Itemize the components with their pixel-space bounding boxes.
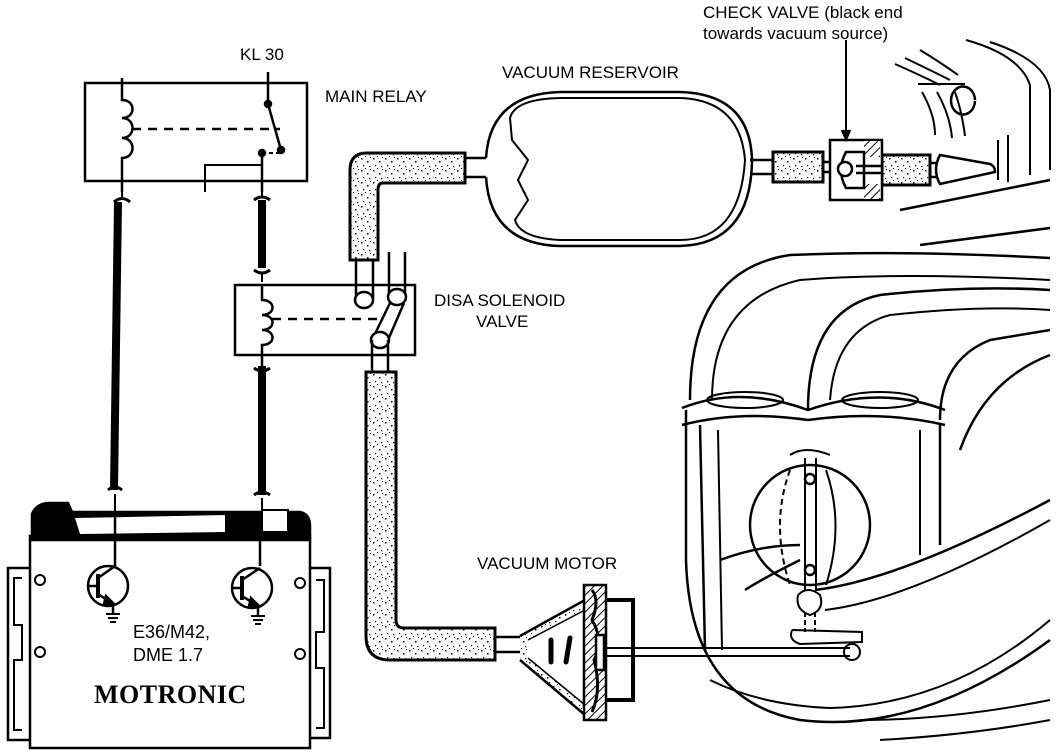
screw-icon [294,577,306,589]
wire-relay-to-ecu-left [110,201,122,491]
reservoir-outer-shell [484,90,754,248]
ecu-mount-tab-left [6,566,32,742]
main-relay [83,72,309,192]
vacuum-motor [495,583,850,722]
reservoir-inner-shell [508,97,747,241]
vacuum-reservoir [465,90,773,248]
connector-icon [113,197,131,204]
solenoid-box [233,283,417,357]
connector-icon [253,195,271,202]
screw-icon [294,648,306,660]
check-valve-label-line2: towards vacuum source) [703,24,889,43]
screw-icon [34,574,46,586]
disa-solenoid-label-line1: DISA SOLENOID [434,291,566,310]
main-relay-label: MAIN RELAY [325,87,427,106]
vacuum-reservoir-label: VACUUM RESERVOIR [502,63,679,82]
motronic-ecu [6,501,332,750]
screw-icon [34,646,46,658]
vacuum-hoses [348,150,932,662]
transistor-icon [86,512,130,623]
kl30-label: KL 30 [240,45,284,64]
throttle-butterfly-disc [748,463,872,587]
main-relay-switch-contact [266,103,283,151]
main-relay-coil [120,78,134,192]
throttle-lever-arm [790,629,863,646]
ecu-model-label-line2: DME 1.7 [133,645,204,665]
transistor-icon [230,512,274,625]
disa-solenoid-valve [233,252,417,372]
vacuum-source-nipple [934,153,997,186]
check-valve-label-line1: CHECK VALVE (black end [703,3,903,22]
intake-manifold [681,39,1051,741]
ecu-mount-tab-right [308,566,332,740]
vacuum-motor-label: VACUUM MOTOR [477,554,618,573]
ecu-brand-label: MOTRONIC [94,680,247,709]
wiring-harness [107,192,271,512]
check-valve [823,40,997,202]
main-relay-box [83,81,309,183]
solenoid-coil [260,285,274,366]
hose-solenoid-to-reservoir [348,151,467,262]
hose-check-valve-to-source [880,153,932,187]
hose-solenoid-to-vacuum-motor [364,370,497,662]
bolt-head-icon [949,85,977,116]
disa-solenoid-label-line2: VALVE [476,312,529,331]
ecu-model-label-line1: E36/M42, [133,622,211,642]
hose-reservoir-to-check-valve [771,150,825,184]
